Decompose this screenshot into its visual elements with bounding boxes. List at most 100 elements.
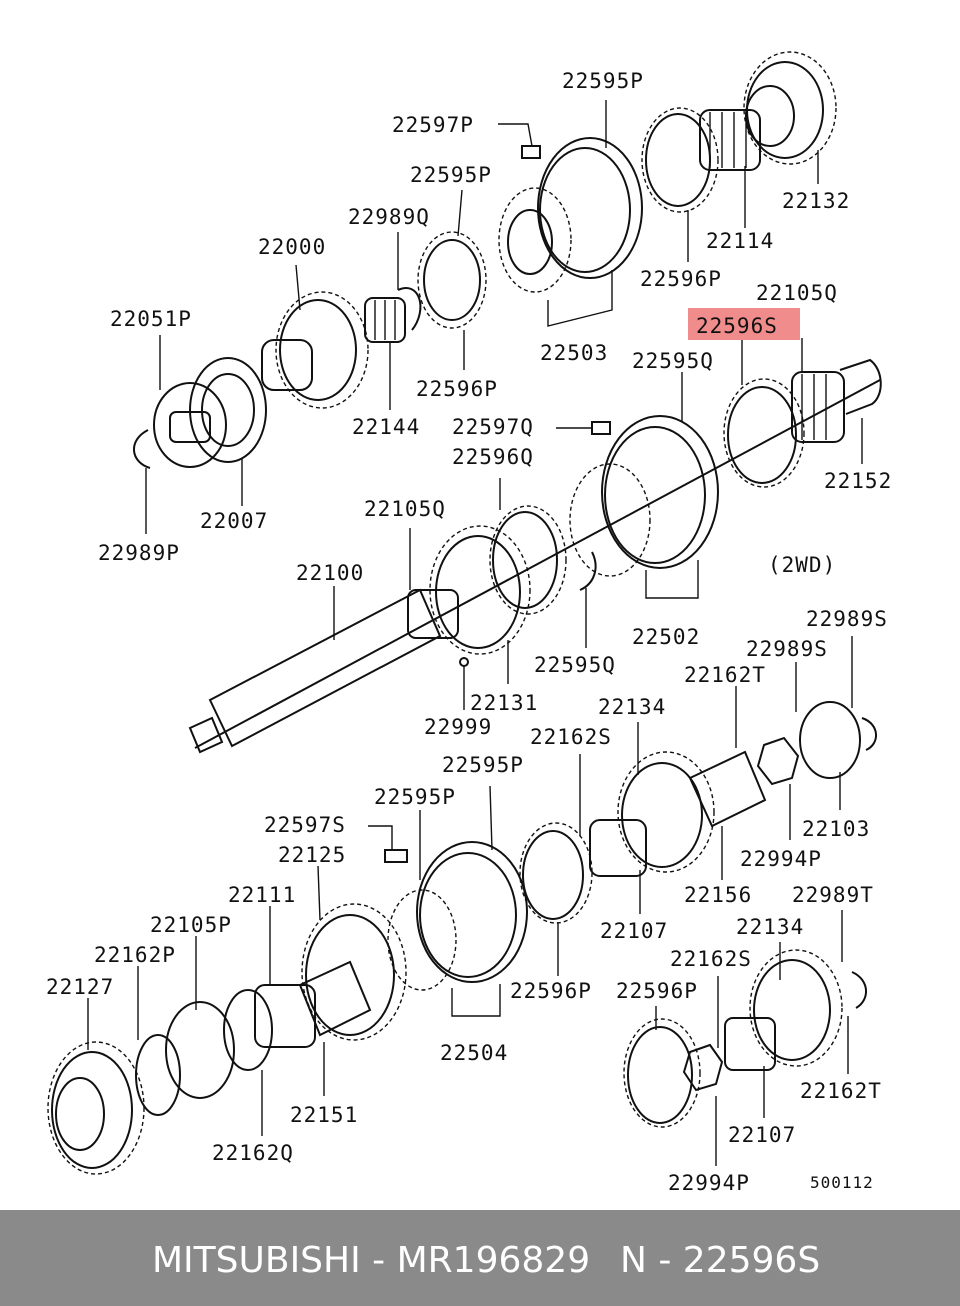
- main-shaft-group: [188, 145, 882, 754]
- label-22007: 22007: [200, 509, 268, 533]
- snap-ring-22989Q: [397, 287, 422, 331]
- synchro-ring-22596P-detail: [627, 1026, 693, 1124]
- label-22989P: 22989P: [98, 541, 180, 565]
- label-22989S-a: 22989S: [806, 607, 888, 631]
- needle-bearing-22105Q: [791, 371, 845, 443]
- label-22000: 22000: [258, 235, 326, 259]
- label-22131: 22131: [470, 691, 538, 715]
- label-22105P: 22105P: [150, 913, 232, 937]
- synchro-ring-teeth: [641, 107, 719, 213]
- label-22144: 22144: [352, 415, 420, 439]
- variant-note: (2WD): [768, 553, 836, 577]
- needle-bearing-22105Q-main: [407, 589, 459, 639]
- label-22596P-c: 22596P: [510, 979, 592, 1003]
- gear-22132: [746, 61, 824, 159]
- needle-bearing-22114: [699, 109, 761, 171]
- label-22503: 22503: [540, 341, 608, 365]
- snap-ring-22051P: [153, 382, 227, 468]
- hub-22503: [498, 187, 572, 293]
- label-22999: 22999: [424, 715, 492, 739]
- main-shaft-22100: [208, 588, 442, 748]
- label-22596P-d: 22596P: [616, 979, 698, 1003]
- label-22597S: 22597S: [264, 813, 346, 837]
- label-22107-b: 22107: [728, 1123, 796, 1147]
- label-22596Q: 22596Q: [452, 445, 534, 469]
- needle-bearing-22107: [589, 819, 647, 877]
- label-22596P-b: 22596P: [640, 267, 722, 291]
- label-22595Q-a: 22595Q: [632, 349, 714, 373]
- label-22125: 22125: [278, 843, 346, 867]
- main-shaft-axis: [194, 379, 881, 749]
- label-22162S-a: 22162S: [530, 725, 612, 749]
- hub-22504: [387, 889, 457, 991]
- label-22595P-d: 22595P: [374, 785, 456, 809]
- leader-lines: [87, 100, 863, 1166]
- brand-part-number: MITSUBISHI - MR196829: [152, 1240, 591, 1281]
- label-22504: 22504: [440, 1041, 508, 1065]
- key-22597P: [521, 145, 541, 159]
- label-22989T: 22989T: [792, 883, 874, 907]
- label-22994P-a: 22994P: [740, 847, 822, 871]
- label-22596S: 22596S: [696, 314, 778, 338]
- callout-labels: 22595P 22597P 22595P 22989Q 22000 22051P…: [46, 69, 892, 1195]
- label-22132: 22132: [782, 189, 850, 213]
- label-22162Q: 22162Q: [212, 1141, 294, 1165]
- upper-shaft-group: [133, 51, 837, 469]
- label-22502: 22502: [632, 625, 700, 649]
- gear-22131: [435, 535, 521, 649]
- label-22114: 22114: [706, 229, 774, 253]
- spacer-22162Q: [223, 989, 273, 1071]
- key-22597Q: [591, 421, 611, 435]
- synchro-ring-22596S: [727, 386, 797, 484]
- label-22156: 22156: [684, 883, 752, 907]
- sleeve-22503: [539, 147, 631, 273]
- highlight-box: [688, 308, 800, 340]
- synchro-ring-22596P-upper: [645, 113, 711, 207]
- sleeve-22503-outer: [537, 137, 643, 279]
- label-22100: 22100: [296, 561, 364, 585]
- needle-bearing-22111: [254, 984, 316, 1048]
- label-22994P-b: 22994P: [668, 1171, 750, 1195]
- spacer-22162P: [135, 1034, 181, 1116]
- label-22162T-a: 22162T: [684, 663, 766, 687]
- collar-22152: [839, 358, 882, 415]
- ball-22999: [459, 657, 469, 667]
- sleeve-22504: [419, 852, 517, 978]
- sleeve-22502: [604, 426, 706, 564]
- key-22597S: [384, 849, 408, 863]
- lower-shaft-group: [47, 701, 877, 1175]
- gear-22132-hub: [745, 85, 795, 147]
- label-22989Q: 22989Q: [348, 205, 430, 229]
- exploded-parts-diagram: 22595P 22597P 22595P 22989Q 22000 22051P…: [46, 51, 892, 1195]
- label-22989S-b: 22989S: [746, 637, 828, 661]
- label-22134-b: 22134: [736, 915, 804, 939]
- label-22595P-c: 22595P: [442, 753, 524, 777]
- label-22595Q-b: 22595Q: [534, 653, 616, 677]
- label-22151: 22151: [290, 1103, 358, 1127]
- snap-ring-22989T: [851, 971, 867, 1009]
- label-22127: 22127: [46, 975, 114, 999]
- synchro-ring-22596P-lower: [522, 830, 584, 920]
- synchro-ring-22596Q: [492, 511, 558, 609]
- label-22134-a: 22134: [598, 695, 666, 719]
- label-22597Q: 22597Q: [452, 415, 534, 439]
- label-22597P: 22597P: [392, 113, 474, 137]
- label-22105Q-a: 22105Q: [756, 281, 838, 305]
- label-22103: 22103: [802, 817, 870, 841]
- nut-22994P-detail: [682, 1043, 724, 1092]
- gear-22125: [305, 914, 395, 1036]
- snap-ring-22989S: [861, 717, 877, 751]
- label-22051P: 22051P: [110, 307, 192, 331]
- bearing-22105P: [165, 1001, 235, 1099]
- figure-code: 500112: [810, 1173, 874, 1192]
- collar-22156: [688, 750, 767, 828]
- label-22111: 22111: [228, 883, 296, 907]
- snap-ring-22595Q-lower: [579, 551, 597, 591]
- needle-bearing-22144: [364, 297, 406, 343]
- bearing-22103: [799, 701, 861, 779]
- ball-bearing-22007: [189, 357, 267, 463]
- label-22162S-b: 22162S: [670, 947, 752, 971]
- label-22595P-a: 22595P: [562, 69, 644, 93]
- label-22162P: 22162P: [94, 943, 176, 967]
- label-22152: 22152: [824, 469, 892, 493]
